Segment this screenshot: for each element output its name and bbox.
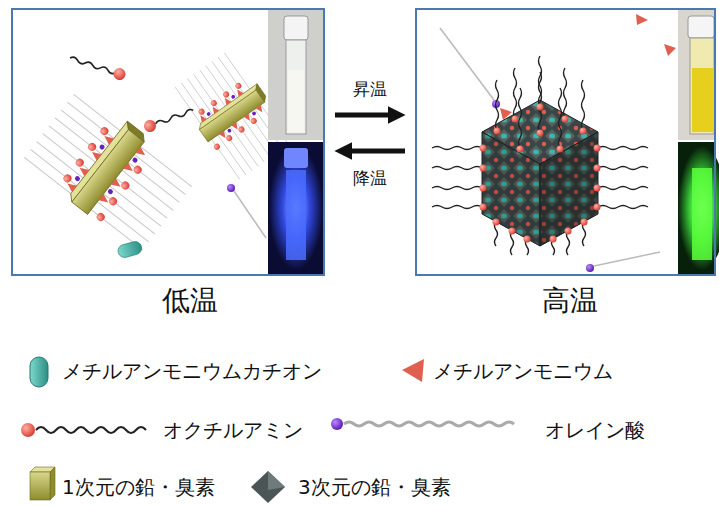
legend-item: 1次元の鉛・臭素 bbox=[62, 475, 215, 499]
legend-item: メチルアンモニウム bbox=[433, 359, 613, 383]
panel-heading: 高温 bbox=[419, 284, 719, 318]
legend-item: メチルアンモニウムカチオン bbox=[62, 359, 322, 383]
heading-holder: 高温 bbox=[419, 284, 719, 318]
transition-arrow bbox=[335, 113, 393, 118]
legend-text: メチルアンモニウム bbox=[433, 359, 613, 383]
temperature-panel: 低温 bbox=[11, 8, 325, 322]
panel-frame bbox=[415, 8, 716, 276]
transition-arrow bbox=[347, 149, 405, 154]
legend-text: メチルアンモニウムカチオン bbox=[62, 359, 322, 383]
heading-holder: 低温 bbox=[33, 284, 347, 318]
legend-text: オクチルアミン bbox=[163, 418, 303, 442]
edge-label: 降温 bbox=[351, 168, 389, 188]
legend-item: 3次元の鉛・臭素 bbox=[298, 475, 451, 499]
legend-text: 1次元の鉛・臭素 bbox=[62, 475, 215, 499]
panel-heading: 低温 bbox=[33, 284, 347, 318]
legend-text: 3次元の鉛・臭素 bbox=[298, 475, 451, 499]
panel-frame bbox=[11, 8, 325, 276]
edge-label: 昇温 bbox=[351, 79, 389, 99]
edge-label-holder: 昇温 bbox=[351, 79, 389, 99]
temperature-panel: 高温 bbox=[415, 8, 716, 322]
edge-label-holder: 降温 bbox=[351, 168, 389, 188]
legend-text: オレイン酸 bbox=[545, 418, 645, 442]
legend-item: オクチルアミン bbox=[163, 418, 303, 442]
legend-item: オレイン酸 bbox=[545, 418, 645, 442]
